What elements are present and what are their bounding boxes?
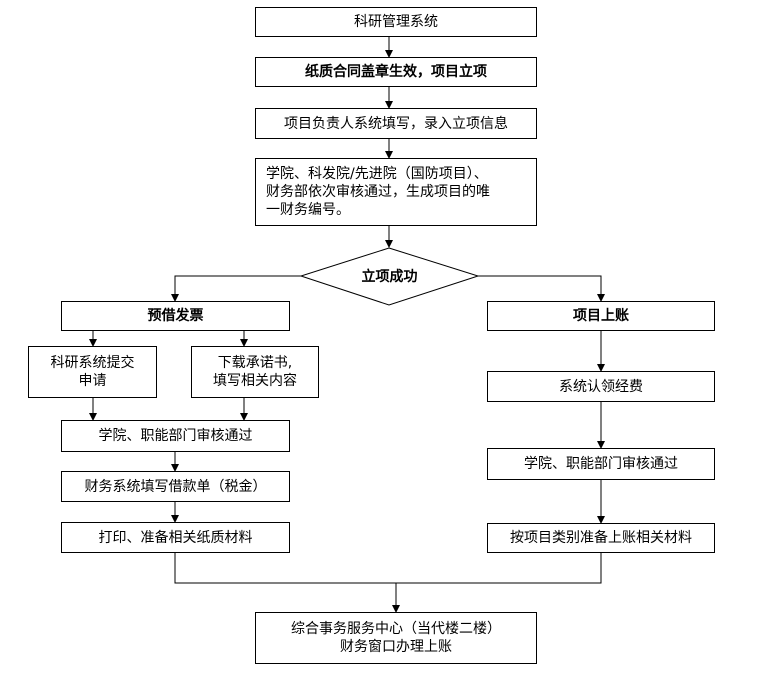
contract-box: 纸质合同盖章生效，项目立项 — [255, 57, 537, 87]
center-box: 综合事务服务中心（当代楼二楼） 财务窗口办理上账 — [255, 612, 537, 664]
finance-form-box: 财务系统填写借款单（税金） — [61, 471, 290, 502]
success-label: 立项成功 — [361, 269, 418, 285]
prepare-box: 按项目类别准备上账相关材料 — [487, 523, 715, 553]
download-box: 下载承诺书, 填写相关内容 — [191, 346, 319, 398]
arrow-success-to-invoice — [171, 275, 301, 302]
system-box: 科研管理系统 — [255, 7, 537, 37]
dept-left-box: 学院、职能部门审核通过 — [61, 420, 290, 452]
account-box: 项目上账 — [487, 301, 715, 331]
claim-box: 系统认领经费 — [487, 371, 715, 402]
apply-box: 科研系统提交 申请 — [28, 346, 157, 398]
arrow-success-to-account — [478, 275, 605, 302]
invoice-box: 预借发票 — [61, 301, 290, 331]
merge-line — [174, 553, 602, 584]
dept-right-box: 学院、职能部门审核通过 — [487, 448, 715, 480]
review-box: 学院、科发院/先进院（国防项目）、 财务部依次审核通过，生成项目的唯 一财务编号… — [255, 158, 537, 226]
entry-box: 项目负责人系统填写，录入立项信息 — [255, 108, 537, 139]
success-diamond — [299, 247, 480, 306]
print-box: 打印、准备相关纸质材料 — [61, 522, 290, 553]
